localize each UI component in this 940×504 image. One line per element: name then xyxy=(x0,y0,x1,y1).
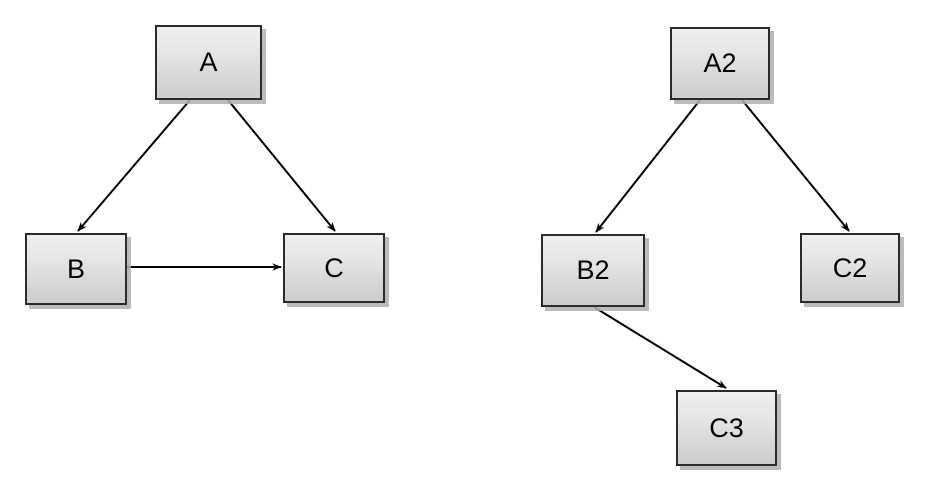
node-label: B xyxy=(66,253,85,284)
graph-edge-a-b[interactable] xyxy=(77,99,191,232)
graph-edge-b2-c3[interactable] xyxy=(593,306,727,389)
node-label: B2 xyxy=(576,255,610,285)
graph-node-b2[interactable]: B2 xyxy=(541,234,645,307)
node-label: A xyxy=(199,47,218,77)
graph-edge-a2-c2[interactable] xyxy=(741,99,850,232)
graph-node-c2[interactable]: C2 xyxy=(800,233,900,303)
graph-node-c3[interactable]: C3 xyxy=(676,390,777,466)
graph-edge-a2-b2[interactable] xyxy=(595,99,701,233)
graph-node-a2[interactable]: A2 xyxy=(670,27,770,100)
graph-node-a[interactable]: A xyxy=(155,25,262,100)
edges-group xyxy=(77,99,850,389)
graph-edge-a-c[interactable] xyxy=(227,99,336,232)
node-label: C3 xyxy=(709,412,744,443)
node-label: A2 xyxy=(703,48,737,78)
node-label: C2 xyxy=(832,252,868,283)
graph-node-b[interactable]: B xyxy=(25,233,127,305)
node-label: C xyxy=(324,252,344,283)
graph-node-c[interactable]: C xyxy=(283,233,385,303)
